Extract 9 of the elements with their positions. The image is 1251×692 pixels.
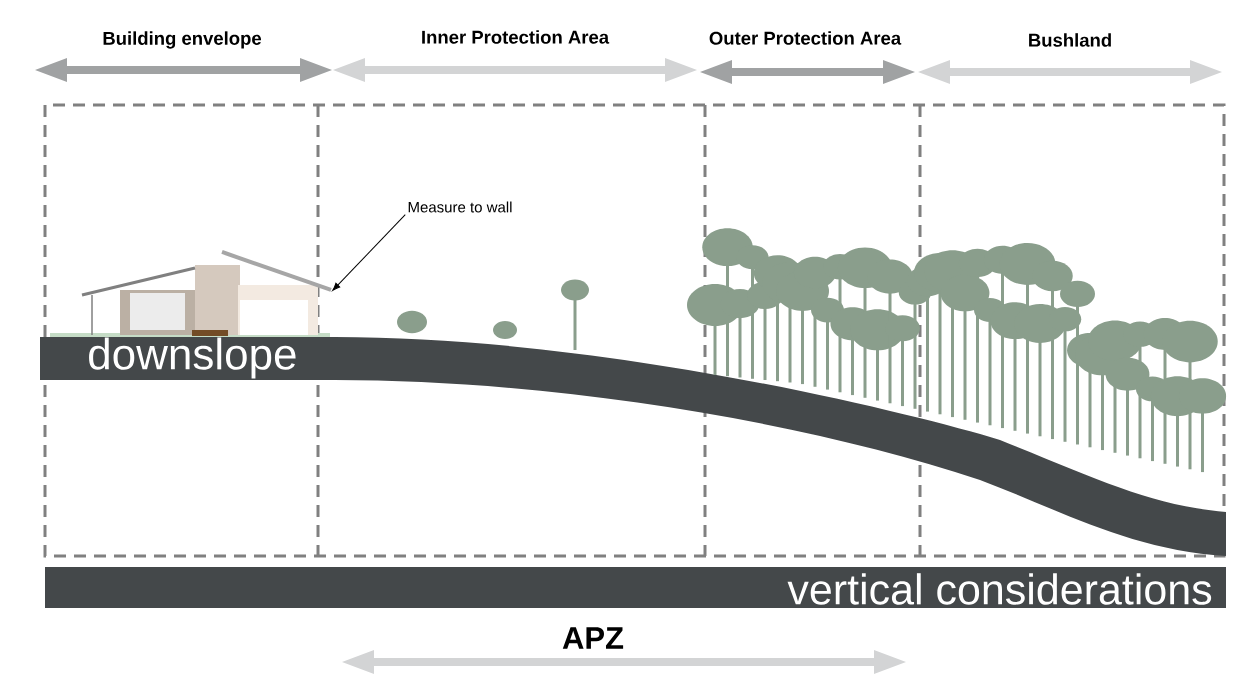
leader-line (332, 214, 406, 291)
zone-label: Bushland (1029, 33, 1111, 47)
house-drawing (50, 250, 332, 337)
zone-label: Inner Protection Area (422, 30, 610, 44)
callout-text: Measure to wall (408, 201, 512, 213)
zone-label: Outer Protection Area (709, 31, 902, 45)
apz-label: APZ (562, 627, 624, 649)
zone-label: Building envelope (103, 31, 262, 49)
bar-label: vertical considerations (787, 573, 1212, 605)
